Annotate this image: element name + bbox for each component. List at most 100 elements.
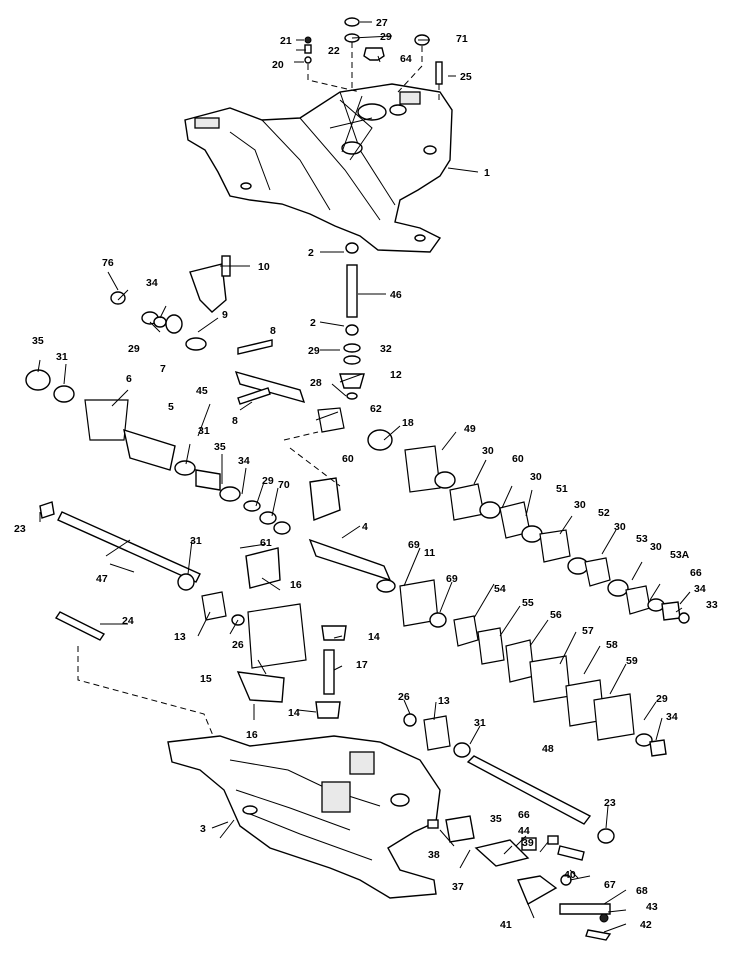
callout-45: 45 bbox=[196, 385, 208, 397]
callout-64: 64 bbox=[400, 53, 412, 65]
callout-22: 22 bbox=[328, 45, 340, 57]
callout-66-lower: 66 bbox=[518, 809, 530, 821]
callout-68: 68 bbox=[636, 885, 648, 897]
callout-35-lower: 35 bbox=[490, 813, 502, 825]
gear-cascade bbox=[404, 445, 690, 624]
callout-69-lower: 69 bbox=[446, 573, 458, 585]
callout-29-top: 29 bbox=[380, 31, 392, 43]
callout-60-right: 60 bbox=[512, 453, 524, 465]
callout-30-c: 30 bbox=[574, 499, 586, 511]
callout-31-mid: 31 bbox=[190, 535, 202, 547]
callout-21: 21 bbox=[280, 35, 292, 47]
center-gear-section bbox=[174, 407, 396, 593]
callout-54: 54 bbox=[494, 583, 506, 595]
callout-47: 47 bbox=[96, 573, 108, 585]
callout-33: 33 bbox=[706, 599, 718, 611]
callout-34-lower: 34 bbox=[666, 711, 678, 723]
upper-housing bbox=[184, 83, 453, 253]
callout-10: 10 bbox=[258, 261, 270, 273]
callout-56: 56 bbox=[550, 609, 562, 621]
callout-30-e: 30 bbox=[650, 541, 662, 553]
leader-lines bbox=[37, 21, 691, 933]
callout-61: 61 bbox=[260, 537, 272, 549]
callout-14-lower: 14 bbox=[288, 707, 300, 719]
callout-9: 9 bbox=[222, 309, 228, 321]
callout-31-right: 31 bbox=[474, 717, 486, 729]
callout-35-left: 35 bbox=[32, 335, 44, 347]
callout-1: 1 bbox=[484, 167, 490, 179]
callout-43: 43 bbox=[646, 901, 658, 913]
callout-67: 67 bbox=[604, 879, 616, 891]
callout-6: 6 bbox=[126, 373, 132, 385]
callout-59: 59 bbox=[626, 655, 638, 667]
callout-48: 48 bbox=[542, 743, 554, 755]
callout-14-upper: 14 bbox=[368, 631, 380, 643]
callout-26-right: 26 bbox=[398, 691, 410, 703]
callout-23-right: 23 bbox=[604, 797, 616, 809]
washer-27 bbox=[344, 17, 360, 27]
callout-38: 38 bbox=[428, 849, 440, 861]
callout-60-upper: 60 bbox=[342, 453, 354, 465]
callout-62: 62 bbox=[370, 403, 382, 415]
shift-linkage bbox=[427, 815, 612, 941]
callout-30-b: 30 bbox=[530, 471, 542, 483]
callout-57: 57 bbox=[582, 625, 594, 637]
callout-37: 37 bbox=[452, 881, 464, 893]
callout-28: 28 bbox=[310, 377, 322, 389]
callout-16-lower: 16 bbox=[246, 729, 258, 741]
callout-52: 52 bbox=[598, 507, 610, 519]
callout-12: 12 bbox=[390, 369, 402, 381]
callout-39: 39 bbox=[522, 837, 534, 849]
callout-4: 4 bbox=[362, 521, 368, 533]
callout-29-center: 29 bbox=[308, 345, 320, 357]
callout-8-lower: 8 bbox=[232, 415, 238, 427]
callout-29-right: 29 bbox=[656, 693, 668, 705]
callout-42: 42 bbox=[640, 919, 652, 931]
callout-30-d: 30 bbox=[614, 521, 626, 533]
callout-35-center: 35 bbox=[214, 441, 226, 453]
callout-69-upper: 69 bbox=[408, 539, 420, 551]
callout-40: 40 bbox=[564, 869, 576, 881]
callout-46: 46 bbox=[390, 289, 402, 301]
callout-71: 71 bbox=[456, 33, 468, 45]
callout-34-upper: 34 bbox=[146, 277, 158, 289]
lower-housing bbox=[167, 735, 441, 899]
callout-13-right: 13 bbox=[438, 695, 450, 707]
callout-15: 15 bbox=[200, 673, 212, 685]
callout-41: 41 bbox=[500, 919, 512, 931]
callout-44: 44 bbox=[518, 825, 530, 837]
callout-53a: 53A bbox=[670, 549, 690, 561]
callout-27: 27 bbox=[376, 17, 388, 29]
callout-18: 18 bbox=[402, 417, 414, 429]
differential bbox=[54, 591, 615, 844]
center-shaft-stack bbox=[339, 242, 365, 400]
callout-66-right: 66 bbox=[690, 567, 702, 579]
callout-2-upper: 2 bbox=[308, 247, 314, 259]
callout-17: 17 bbox=[356, 659, 368, 671]
callout-31-left: 31 bbox=[56, 351, 68, 363]
callout-8-upper: 8 bbox=[270, 325, 276, 337]
callout-23-left: 23 bbox=[14, 523, 26, 535]
callout-31-center: 31 bbox=[198, 425, 210, 437]
spring-22 bbox=[304, 44, 312, 54]
callout-3: 3 bbox=[200, 823, 206, 835]
callout-20: 20 bbox=[272, 59, 284, 71]
callout-34-center: 34 bbox=[238, 455, 250, 467]
callout-70: 70 bbox=[278, 479, 290, 491]
bolt-25 bbox=[435, 61, 443, 85]
callout-55: 55 bbox=[522, 597, 534, 609]
callout-51: 51 bbox=[556, 483, 568, 495]
callout-58: 58 bbox=[606, 639, 618, 651]
callout-49: 49 bbox=[464, 423, 476, 435]
callout-53: 53 bbox=[636, 533, 648, 545]
callout-7: 7 bbox=[160, 363, 166, 375]
callout-34-right: 34 bbox=[694, 583, 706, 595]
callout-32: 32 bbox=[380, 343, 392, 355]
callout-25: 25 bbox=[460, 71, 472, 83]
shift-fork-assembly bbox=[25, 255, 306, 471]
callout-30-a: 30 bbox=[482, 445, 494, 457]
callout-5: 5 bbox=[168, 401, 174, 413]
fitting-21 bbox=[304, 36, 312, 44]
callout-76: 76 bbox=[102, 257, 114, 269]
callout-16-upper: 16 bbox=[290, 579, 302, 591]
